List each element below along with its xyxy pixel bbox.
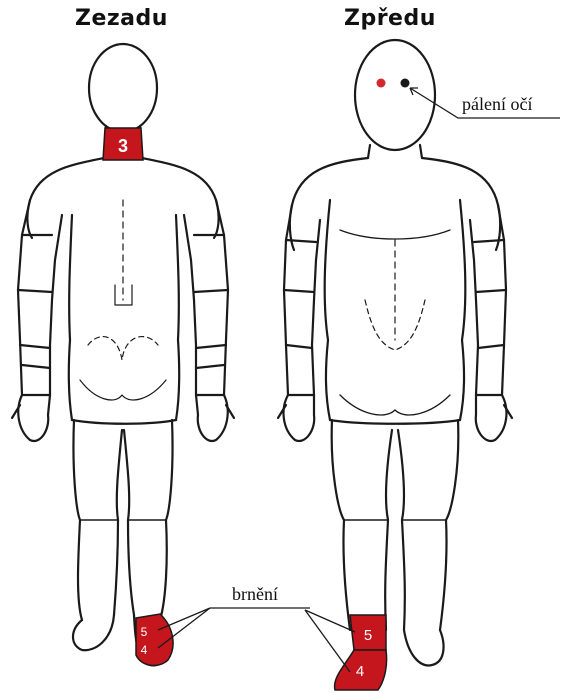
- eye-dot-left: [401, 79, 410, 88]
- back-ankle-label-4: 4: [141, 643, 148, 657]
- eye-dot-right: [377, 79, 386, 88]
- front-ankle-label-5: 5: [364, 627, 372, 644]
- back-ankle-marker: [136, 614, 173, 665]
- neck-marker-label: 3: [118, 136, 128, 156]
- front-ankle-label-4: 4: [356, 663, 364, 680]
- front-figure: [278, 40, 512, 665]
- tingling-annotation: brnění: [232, 584, 278, 605]
- back-ankle-label-5: 5: [141, 625, 148, 639]
- tingle-leader-back-1: [158, 608, 210, 630]
- eye-burning-annotation: pálení očí: [462, 94, 532, 115]
